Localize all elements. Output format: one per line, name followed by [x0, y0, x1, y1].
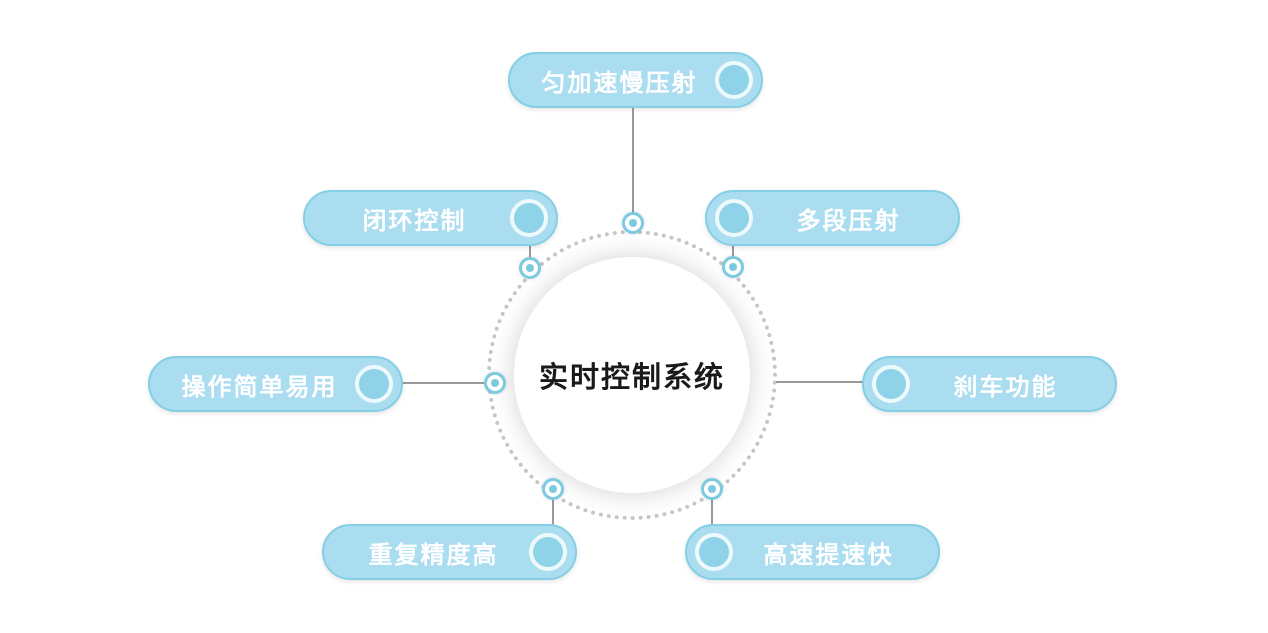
feature-label: 操作简单易用	[181, 373, 338, 401]
feature-pill-right: 刹车功能	[862, 356, 1117, 412]
circle-icon	[715, 61, 753, 99]
connector-line-left	[401, 382, 486, 384]
center-title: 实时控制系统	[538, 362, 725, 394]
connector-line-right	[776, 381, 864, 383]
node-dot-icon	[549, 485, 557, 493]
node-dot-icon	[491, 379, 499, 387]
connector-line-top	[632, 108, 634, 213]
connector-line-bottom-right	[711, 498, 713, 526]
ring-node-left-icon	[484, 372, 506, 394]
feature-label: 高速提速快	[763, 541, 894, 569]
node-dot-icon	[729, 263, 737, 271]
feature-label: 重复精度高	[368, 541, 499, 569]
feature-pill-upper-right: 多段压射	[705, 190, 960, 246]
circle-icon	[529, 533, 567, 571]
connector-line-upper-left	[529, 244, 531, 259]
circle-icon	[872, 365, 910, 403]
ring-node-upper-right-icon	[722, 256, 744, 278]
feature-pill-bottom-left: 重复精度高	[322, 524, 577, 580]
ring-node-bottom-left-icon	[542, 478, 564, 500]
feature-pill-left: 操作简单易用	[148, 356, 403, 412]
connector-line-upper-right	[732, 244, 734, 258]
feature-label: 刹车功能	[953, 373, 1058, 401]
ring-node-bottom-right-icon	[701, 478, 723, 500]
feature-pill-bottom-right: 高速提速快	[685, 524, 940, 580]
circle-icon	[355, 365, 393, 403]
feature-pill-top: 匀加速慢压射	[508, 52, 763, 108]
connector-line-bottom-left	[552, 498, 554, 526]
feature-pill-upper-left: 闭环控制	[303, 190, 558, 246]
circle-icon	[715, 199, 753, 237]
circle-icon	[695, 533, 733, 571]
node-dot-icon	[629, 219, 637, 227]
feature-label: 多段压射	[796, 207, 901, 235]
circle-icon	[510, 199, 548, 237]
node-dot-icon	[526, 264, 534, 272]
feature-label: 闭环控制	[362, 207, 467, 235]
feature-label: 匀加速慢压射	[541, 69, 698, 97]
center-circle: 实时控制系统	[514, 257, 750, 493]
ring-node-upper-left-icon	[519, 257, 541, 279]
ring-node-top-icon	[622, 212, 644, 234]
node-dot-icon	[708, 485, 716, 493]
